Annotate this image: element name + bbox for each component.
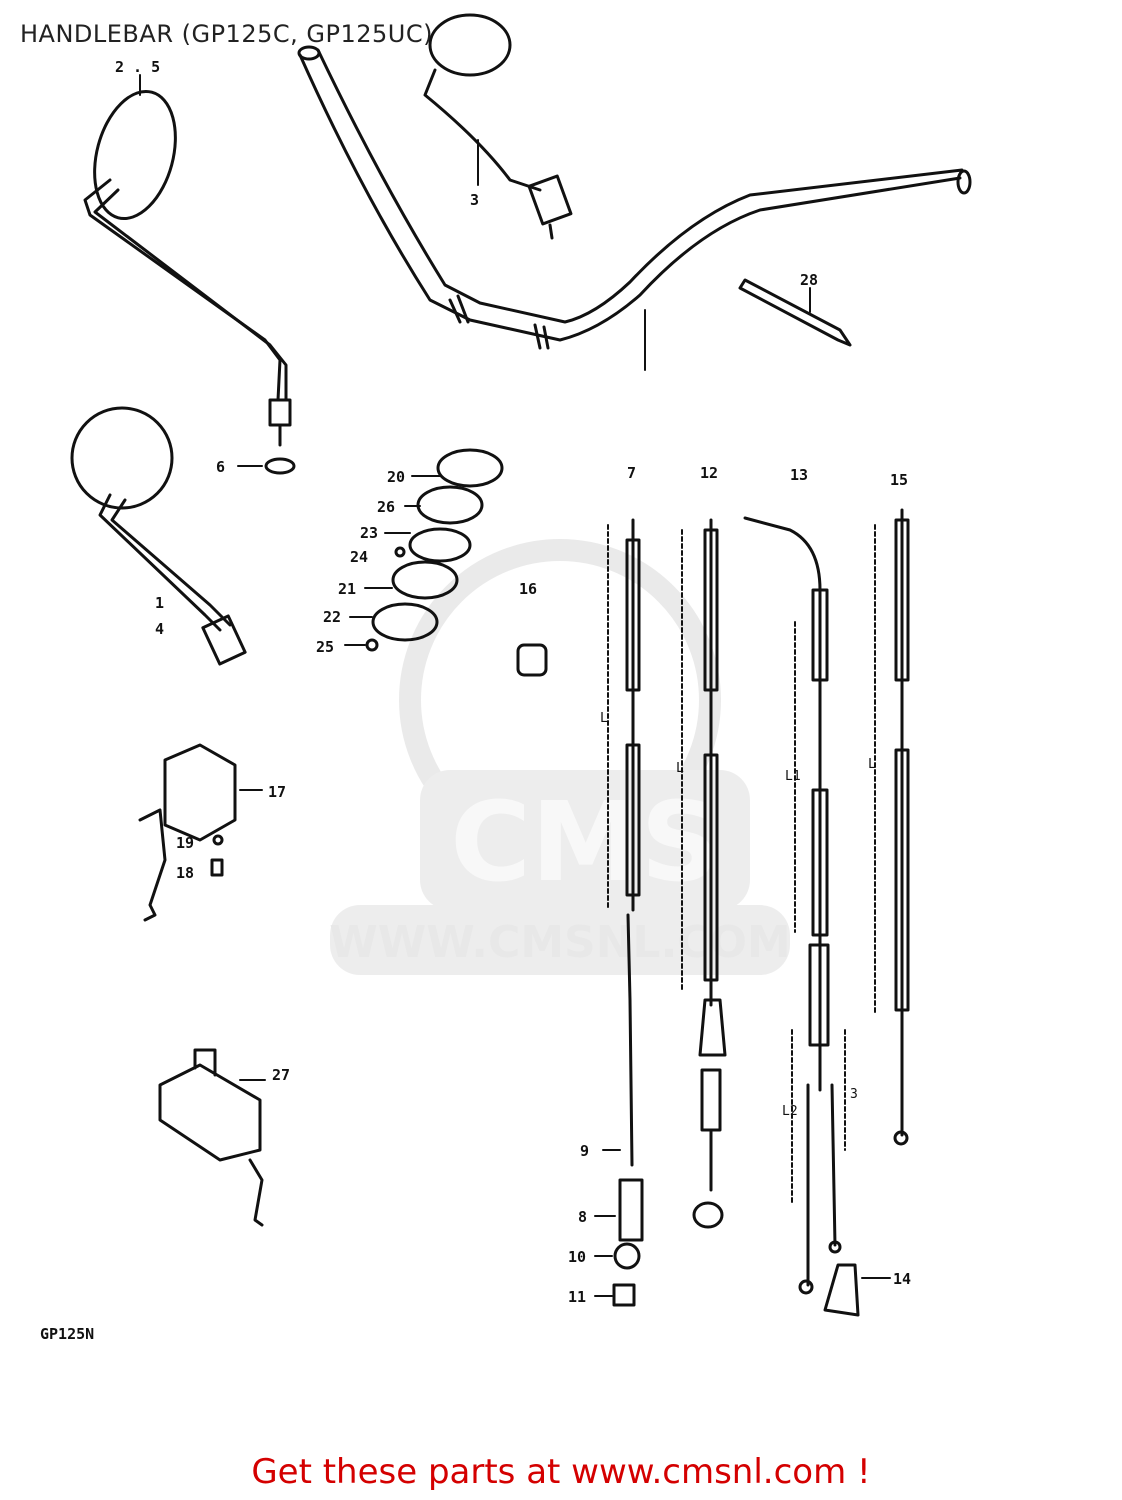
dim-label-l1: L1 <box>785 769 801 784</box>
callout-23: 23 <box>360 524 378 542</box>
callout-17: 17 <box>268 783 286 801</box>
dim-label-l2: L2 <box>782 1104 798 1119</box>
mirror-left-lower <box>70 406 247 666</box>
dim-label-l-12: L <box>676 761 684 776</box>
callout-11: 11 <box>568 1288 586 1306</box>
callout-20: 20 <box>387 468 405 486</box>
watermark: CMS WWW.CMSNL.COM <box>329 539 791 975</box>
callout-10: 10 <box>568 1248 586 1266</box>
page-title: HANDLEBAR (GP125C, GP125UC) <box>20 20 433 48</box>
model-code: GP125N <box>40 1325 95 1343</box>
mirror-left-top <box>83 74 292 447</box>
watermark-logo: CMS <box>450 778 719 906</box>
footer-link[interactable]: Get these parts at www.cmsnl.com ! <box>251 1452 871 1492</box>
callout-22: 22 <box>323 608 341 626</box>
callout-15: 15 <box>890 471 908 489</box>
callout-24: 24 <box>350 548 368 566</box>
callout-4: 4 <box>155 620 164 638</box>
cable-12 <box>681 518 727 1229</box>
dim-label-l-7: L <box>600 711 608 726</box>
callout-25: 25 <box>316 638 334 656</box>
ignition-nut-stack <box>344 448 504 652</box>
cable-13 <box>743 516 891 1317</box>
callout-7: 7 <box>627 464 636 482</box>
dim-label-3: 3 <box>850 1087 858 1102</box>
grip-28 <box>738 278 852 347</box>
callout-2-5: 2 . 5 <box>115 58 160 76</box>
callout-26: 26 <box>377 498 395 516</box>
cable-7 <box>594 518 644 1307</box>
callout-27: 27 <box>272 1066 290 1084</box>
callout-13: 13 <box>790 466 808 484</box>
callout-9: 9 <box>580 1142 589 1160</box>
dim-label-l-15: L <box>868 757 876 772</box>
callout-labels: 2 . 5 3 28 6 1 4 20 26 23 24 21 22 25 16… <box>115 58 911 1306</box>
callout-12: 12 <box>700 464 718 482</box>
callout-28: 28 <box>800 271 818 289</box>
callout-18: 18 <box>176 864 194 882</box>
callout-19: 19 <box>176 834 194 852</box>
callout-14: 14 <box>893 1270 911 1288</box>
callout-8: 8 <box>578 1208 587 1226</box>
callout-3: 3 <box>470 191 479 209</box>
callout-16: 16 <box>519 580 537 598</box>
callout-21: 21 <box>338 580 356 598</box>
callout-1-left: 1 <box>155 594 164 612</box>
clip-16 <box>516 643 548 677</box>
handlebar <box>297 45 972 371</box>
steering-lock-27 <box>158 1048 266 1227</box>
callout-6: 6 <box>216 458 225 476</box>
mirror-right <box>423 13 573 240</box>
cable-15 <box>874 508 910 1146</box>
watermark-url: WWW.CMSNL.COM <box>329 917 791 968</box>
ignition-switch-17 <box>138 743 263 922</box>
washer-6 <box>264 457 296 475</box>
